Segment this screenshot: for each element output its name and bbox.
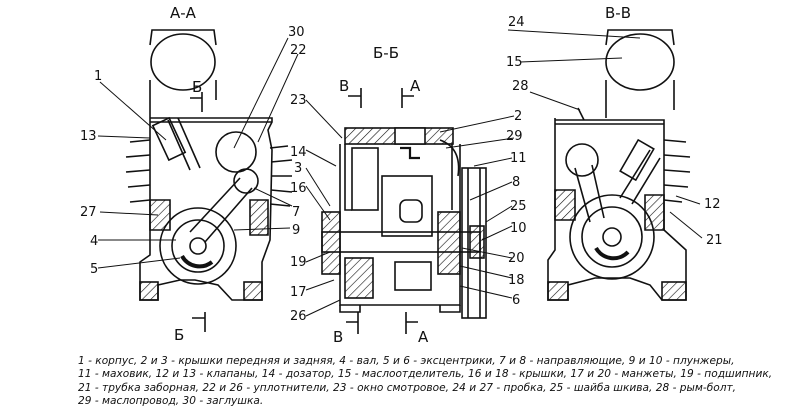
view-a-a [125,29,293,301]
callout-25: 25 [510,199,527,214]
legend-line: 21 - трубка заборная, 22 и 26 - уплотнит… [78,381,737,394]
section-title-b-b: Б-Б [373,44,399,62]
callout-29: 29 [506,129,523,144]
callout-28: 28 [512,79,529,94]
callout-10: 10 [510,221,527,236]
callout-2: 2 [514,109,522,124]
cut-mark-v-bottom: В [333,328,343,346]
callout-7: 7 [292,205,300,220]
callout-16: 16 [290,181,307,196]
callout-1: 1 [94,69,102,84]
callout-12: 12 [704,197,721,212]
cut-mark-a-bottom: А [418,328,429,346]
callout-21: 21 [706,233,723,248]
callout-30: 30 [288,25,305,40]
section-title-v-v: В-В [605,4,631,22]
callout-14: 14 [290,145,307,160]
callout-27: 27 [80,205,97,220]
callout-15: 15 [506,55,523,70]
callout-3: 3 [294,161,302,176]
callout-6: 6 [512,293,520,308]
view-v-v [547,29,691,301]
pump-drawing: А-А Б-Б В-В Б Б В А В А 1 13 27 4 5 30 2… [80,4,723,346]
legend-line: 1 - корпус, 2 и 3 - крышки передняя и за… [78,355,735,367]
callout-8: 8 [512,175,520,190]
legend-line: 29 - маслопровод, 30 - заглушка. [78,395,264,408]
cut-mark-v-top: В [339,77,349,95]
callout-13: 13 [80,129,97,144]
callout-18: 18 [508,273,525,288]
callout-9: 9 [292,223,300,238]
cut-mark-a-top: А [410,77,421,95]
callout-17: 17 [290,285,307,300]
callout-26: 26 [290,309,307,324]
callout-23: 23 [290,93,307,108]
callout-19: 19 [290,255,307,270]
section-title-a-a: А-А [170,4,197,22]
view-b-b [321,127,487,319]
parts-legend: 1 - корпус, 2 и 3 - крышки передняя и за… [78,355,793,409]
legend-line: 11 - маховик, 12 и 13 - клапаны, 14 - до… [78,368,773,381]
callout-4: 4 [90,234,98,249]
callout-20: 20 [508,251,525,266]
callout-11: 11 [510,151,527,166]
callout-22: 22 [290,43,307,58]
cut-mark-b-bottom: Б [174,326,184,344]
callout-5: 5 [90,262,98,277]
callout-24: 24 [508,15,525,30]
cut-mark-b-top: Б [192,78,202,96]
